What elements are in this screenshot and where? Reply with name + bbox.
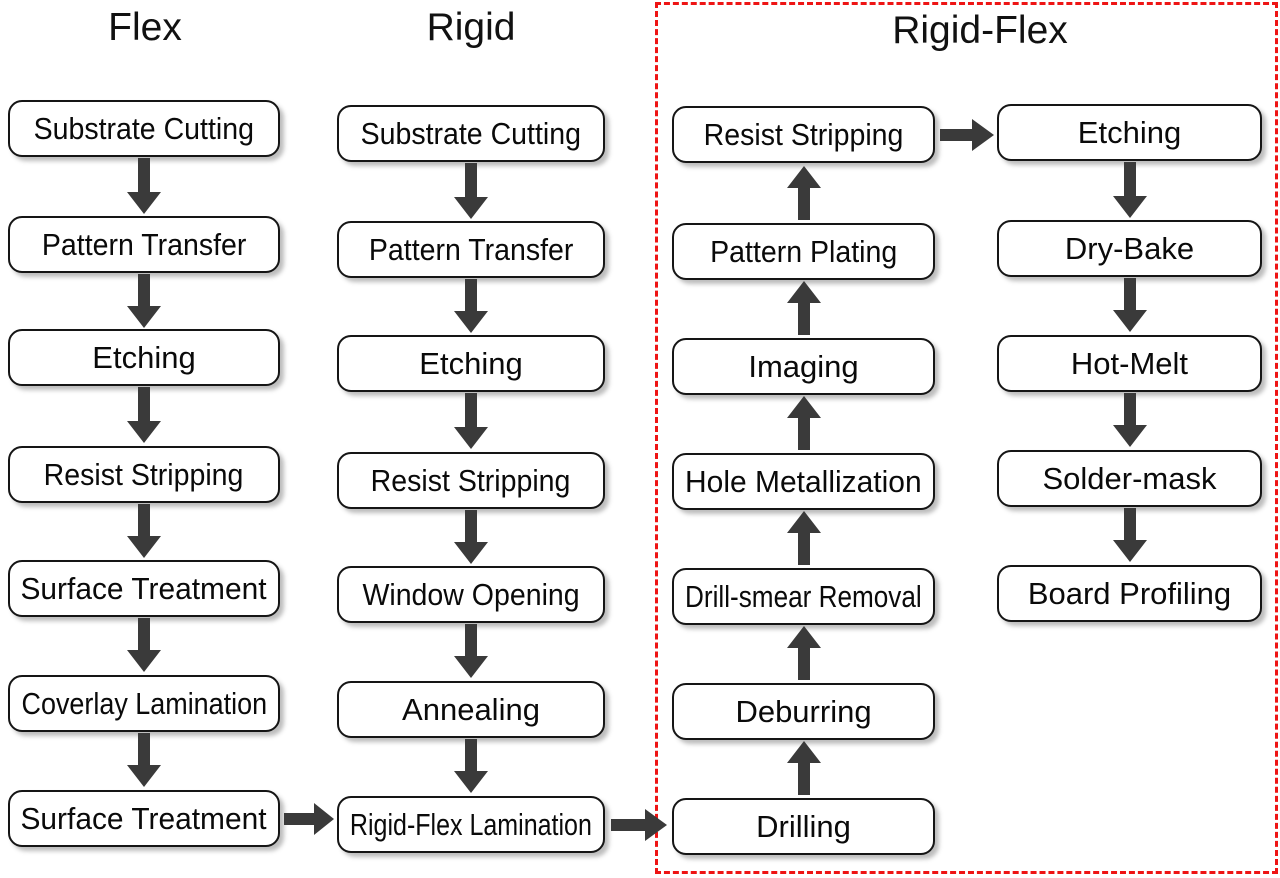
arrow-rf-left-4-3-up — [780, 396, 828, 452]
arrow-flex-6-7 — [120, 733, 168, 789]
rigid-flex-left-step-5[interactable]: Drill-smear Removal — [672, 568, 935, 625]
arrow-rf-left-5-4-up — [780, 511, 828, 567]
arrow-flex-1-2 — [120, 158, 168, 216]
arrow-rigid-5-6 — [447, 624, 495, 680]
column-title-rigid-flex: Rigid-Flex — [892, 9, 1068, 52]
arrow-flex-to-rigid — [284, 800, 336, 838]
node-label: Surface Treatment — [20, 800, 268, 836]
arrow-rf-left-2-1-up — [780, 166, 828, 222]
arrow-rigid-1-2 — [447, 163, 495, 221]
rigid-flex-right-step-4[interactable]: Solder-mask — [997, 450, 1262, 507]
node-label: Window Opening — [362, 576, 580, 612]
flex-step-6[interactable]: Coverlay Lamination — [8, 675, 280, 732]
rigid-step-7[interactable]: Rigid-Flex Lamination — [337, 796, 605, 853]
rigid-step-4[interactable]: Resist Stripping — [337, 452, 605, 509]
arrow-rf-left-to-right — [940, 116, 996, 154]
node-label: Annealing — [402, 691, 540, 727]
rigid-flex-right-step-2[interactable]: Dry-Bake — [997, 220, 1262, 277]
node-label: Pattern Transfer — [41, 226, 247, 262]
node-label: Resist Stripping — [371, 462, 571, 498]
node-label: Coverlay Lamination — [21, 685, 267, 721]
arrow-flex-3-4 — [120, 387, 168, 445]
node-label: Etching — [419, 345, 523, 381]
arrow-flex-2-3 — [120, 274, 168, 330]
flex-step-4[interactable]: Resist Stripping — [8, 446, 280, 503]
rigid-flex-right-step-1[interactable]: Etching — [997, 104, 1262, 161]
node-label: Deburring — [735, 693, 872, 729]
rigid-flex-left-step-7[interactable]: Drilling — [672, 798, 935, 855]
node-label: Substrate Cutting — [360, 115, 582, 151]
rigid-flex-left-step-1[interactable]: Resist Stripping — [672, 106, 935, 163]
node-label: Etching — [92, 339, 196, 375]
arrow-rigid-3-4 — [447, 393, 495, 451]
node-label: Drilling — [756, 808, 851, 844]
rigid-flex-left-step-2[interactable]: Pattern Plating — [672, 223, 935, 280]
node-label: Dry-Bake — [1064, 230, 1195, 266]
arrow-rf-left-3-2-up — [780, 281, 828, 337]
arrow-flex-5-6 — [120, 618, 168, 674]
rigid-step-5[interactable]: Window Opening — [337, 566, 605, 623]
node-label: Resist Stripping — [44, 456, 244, 492]
column-title-flex: Flex — [108, 6, 182, 49]
rigid-flex-left-step-3[interactable]: Imaging — [672, 338, 935, 395]
arrow-rf-right-2-3 — [1106, 278, 1154, 334]
node-label: Solder-mask — [1042, 460, 1217, 496]
flex-step-1[interactable]: Substrate Cutting — [8, 100, 280, 157]
rigid-step-1[interactable]: Substrate Cutting — [337, 105, 605, 162]
node-label: Surface Treatment — [20, 570, 268, 606]
node-label: Imaging — [748, 348, 859, 384]
node-label: Etching — [1077, 114, 1182, 150]
arrow-rf-right-3-4 — [1106, 393, 1154, 449]
node-label: Rigid-Flex Lamination — [350, 806, 592, 842]
node-label: Drill-smear Removal — [685, 578, 922, 614]
node-label: Substrate Cutting — [33, 110, 255, 146]
node-label: Hole Metallization — [685, 463, 922, 499]
rigid-flex-right-step-3[interactable]: Hot-Melt — [997, 335, 1262, 392]
arrow-rf-right-4-5 — [1106, 508, 1154, 564]
arrow-rf-left-6-5-up — [780, 626, 828, 682]
arrow-rigid-4-5 — [447, 510, 495, 566]
node-label: Hot-Melt — [1070, 345, 1189, 381]
flex-step-3[interactable]: Etching — [8, 329, 280, 386]
node-label: Pattern Plating — [709, 233, 898, 269]
flex-step-5[interactable]: Surface Treatment — [8, 560, 280, 617]
rigid-flex-left-step-6[interactable]: Deburring — [672, 683, 935, 740]
rigid-step-3[interactable]: Etching — [337, 335, 605, 392]
node-label: Board Profiling — [1027, 575, 1232, 611]
arrow-flex-4-5 — [120, 504, 168, 560]
column-title-rigid: Rigid — [426, 6, 516, 49]
rigid-step-6[interactable]: Annealing — [337, 681, 605, 738]
rigid-step-2[interactable]: Pattern Transfer — [337, 221, 605, 278]
arrow-rigid-2-3 — [447, 279, 495, 335]
arrow-rf-right-1-2 — [1106, 162, 1154, 220]
node-label: Resist Stripping — [703, 116, 904, 152]
arrow-rf-left-7-6-up — [780, 741, 828, 797]
arrow-rigid-6-7 — [447, 739, 495, 795]
rigid-flex-right-step-5[interactable]: Board Profiling — [997, 565, 1262, 622]
flex-step-7[interactable]: Surface Treatment — [8, 790, 280, 847]
arrow-rigid-to-rigid-flex — [611, 806, 669, 844]
node-label: Pattern Transfer — [368, 231, 574, 267]
rigid-flex-left-step-4[interactable]: Hole Metallization — [672, 453, 935, 510]
flex-step-2[interactable]: Pattern Transfer — [8, 216, 280, 273]
